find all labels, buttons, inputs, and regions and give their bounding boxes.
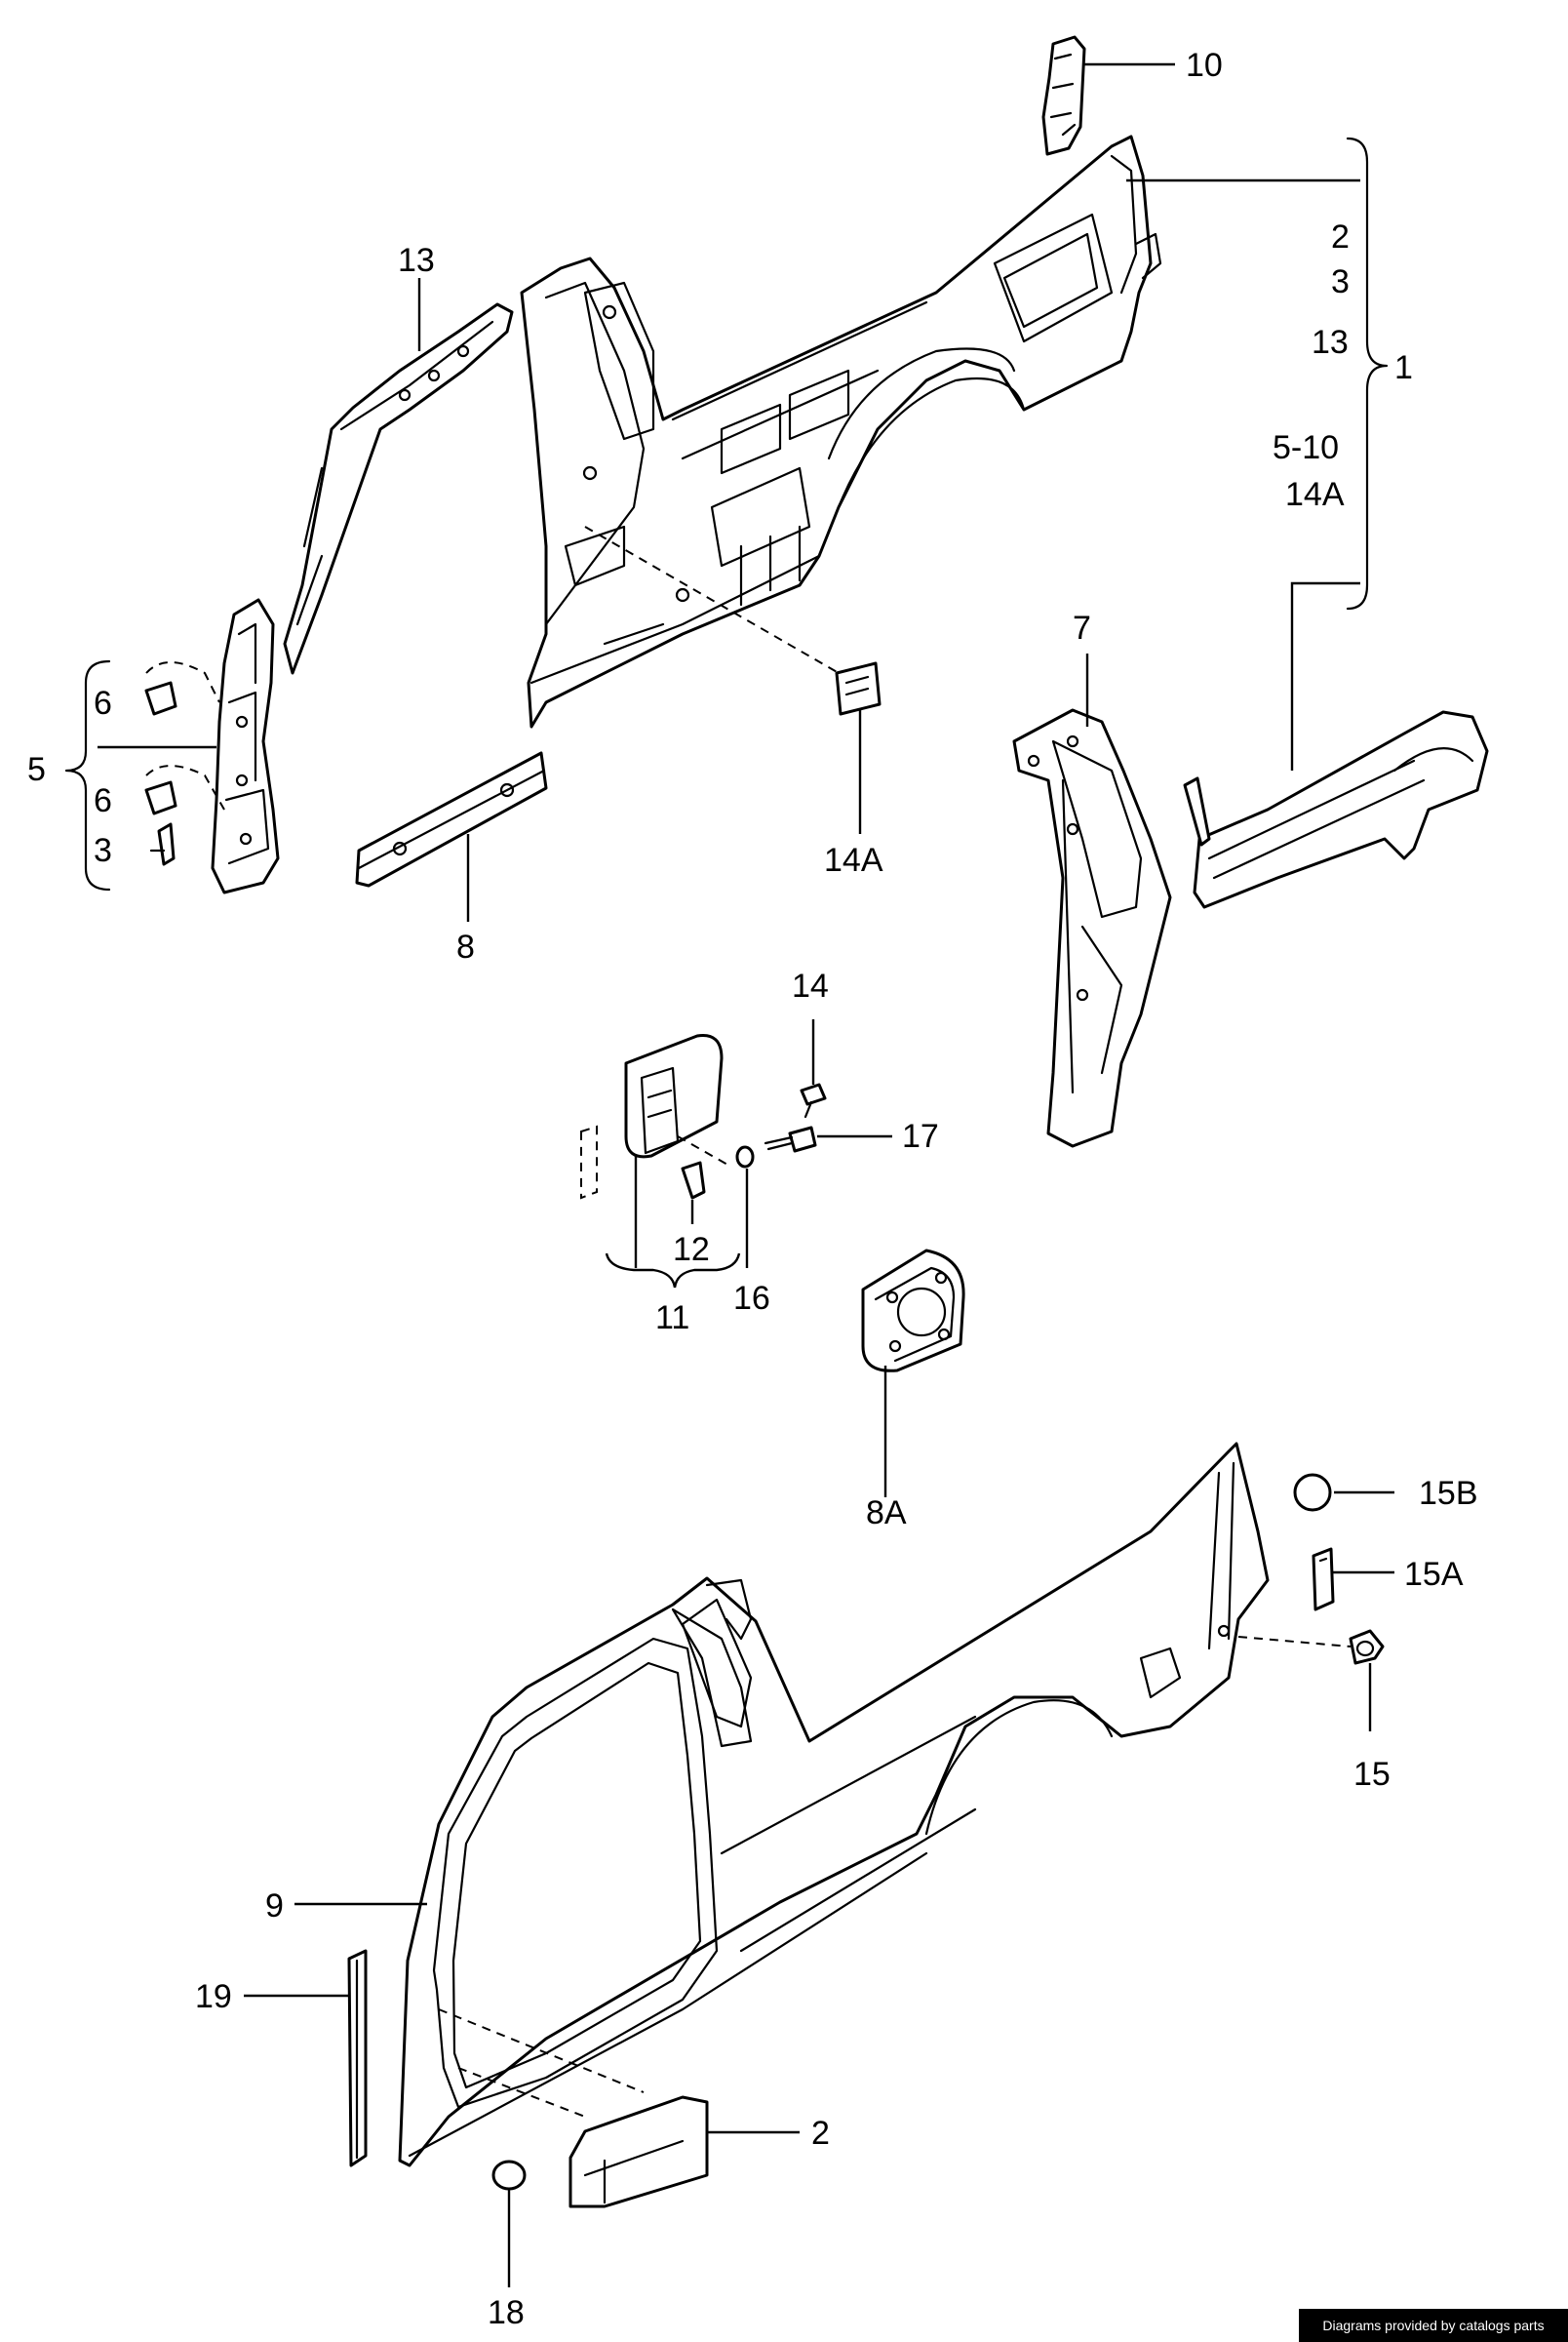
leader-lines (244, 62, 1394, 2287)
part-15a-pad[interactable] (1312, 1547, 1335, 1611)
callout-2-bottom: 2 (811, 2115, 830, 2152)
callout-14a-group: 14A (1285, 476, 1345, 513)
callout-12: 12 (673, 1231, 710, 1268)
callout-11: 11 (655, 1299, 689, 1336)
callout-18: 18 (488, 2294, 525, 2331)
part-13-pillar-inner[interactable] (283, 302, 514, 675)
callout-13-group: 13 (1312, 324, 1349, 361)
callout-8a: 8A (866, 1494, 907, 1531)
part-6-upper-nut[interactable] (144, 661, 220, 716)
part-12-hinge-clip[interactable] (681, 1161, 706, 1200)
callout-6-lower: 6 (94, 782, 112, 819)
callout-17: 17 (902, 1118, 939, 1155)
part-15b-cap[interactable] (1293, 1473, 1332, 1512)
callout-5: 5 (27, 751, 46, 788)
callout-1: 1 (1394, 349, 1413, 386)
callout-10: 10 (1186, 47, 1223, 84)
callout-14: 14 (792, 968, 829, 1005)
callout-5-10-group: 5-10 (1273, 429, 1339, 466)
part-6-lower-nut[interactable] (144, 765, 225, 815)
part-15-grommet[interactable] (1349, 1629, 1385, 1665)
part-5-pillar-reinforcement[interactable] (211, 598, 280, 894)
diagram-credit-badge: Diagrams provided by catalogs parts (1299, 2309, 1568, 2342)
part-18-plug[interactable] (491, 2160, 527, 2191)
part-11-fuel-door[interactable] (580, 1033, 724, 1200)
callout-15a: 15A (1404, 1556, 1464, 1593)
callout-7: 7 (1073, 610, 1091, 647)
part-8-sill-strip[interactable] (355, 751, 548, 888)
part-10-bracket[interactable] (1041, 35, 1086, 156)
part-2-sill-extension[interactable] (568, 2095, 709, 2208)
bracket-1 (1346, 137, 1389, 611)
part-14-screw[interactable] (800, 1083, 827, 1119)
callout-3-left: 3 (94, 832, 112, 869)
part-14a-plate[interactable] (835, 661, 882, 716)
part-19-molding-strip[interactable] (347, 1949, 368, 2167)
part-inner-side-panel[interactable] (520, 135, 1162, 729)
callout-8: 8 (456, 929, 475, 966)
callout-13-top: 13 (398, 242, 435, 279)
part-16-washer[interactable] (735, 1145, 755, 1169)
callout-3-group: 3 (1331, 263, 1350, 300)
part-3-small-bracket[interactable] (149, 822, 176, 866)
part-rear-wheelhouse-extension[interactable] (1183, 710, 1489, 909)
callout-14a: 14A (824, 842, 883, 879)
callout-15b: 15B (1419, 1475, 1478, 1512)
callout-2-group: 2 (1331, 218, 1350, 256)
bracket-5 (64, 659, 111, 892)
callout-9: 9 (265, 1887, 284, 1925)
callout-15: 15 (1353, 1756, 1391, 1793)
callout-19: 19 (195, 1978, 232, 2015)
part-9-outer-side-panel[interactable] (398, 1442, 1270, 2167)
callout-16: 16 (733, 1280, 770, 1317)
part-8a-filler-plate[interactable] (861, 1249, 965, 1372)
callout-labels: 10 13 2 3 13 1 5-10 14A 6 5 6 3 14A 8 7 … (27, 47, 1478, 2331)
part-7-pillar-inner[interactable] (1012, 708, 1172, 1148)
callout-6-upper: 6 (94, 685, 112, 722)
part-17-bolt[interactable] (764, 1126, 817, 1153)
diagram-credit-text: Diagrams provided by catalogs parts (1322, 2318, 1545, 2333)
